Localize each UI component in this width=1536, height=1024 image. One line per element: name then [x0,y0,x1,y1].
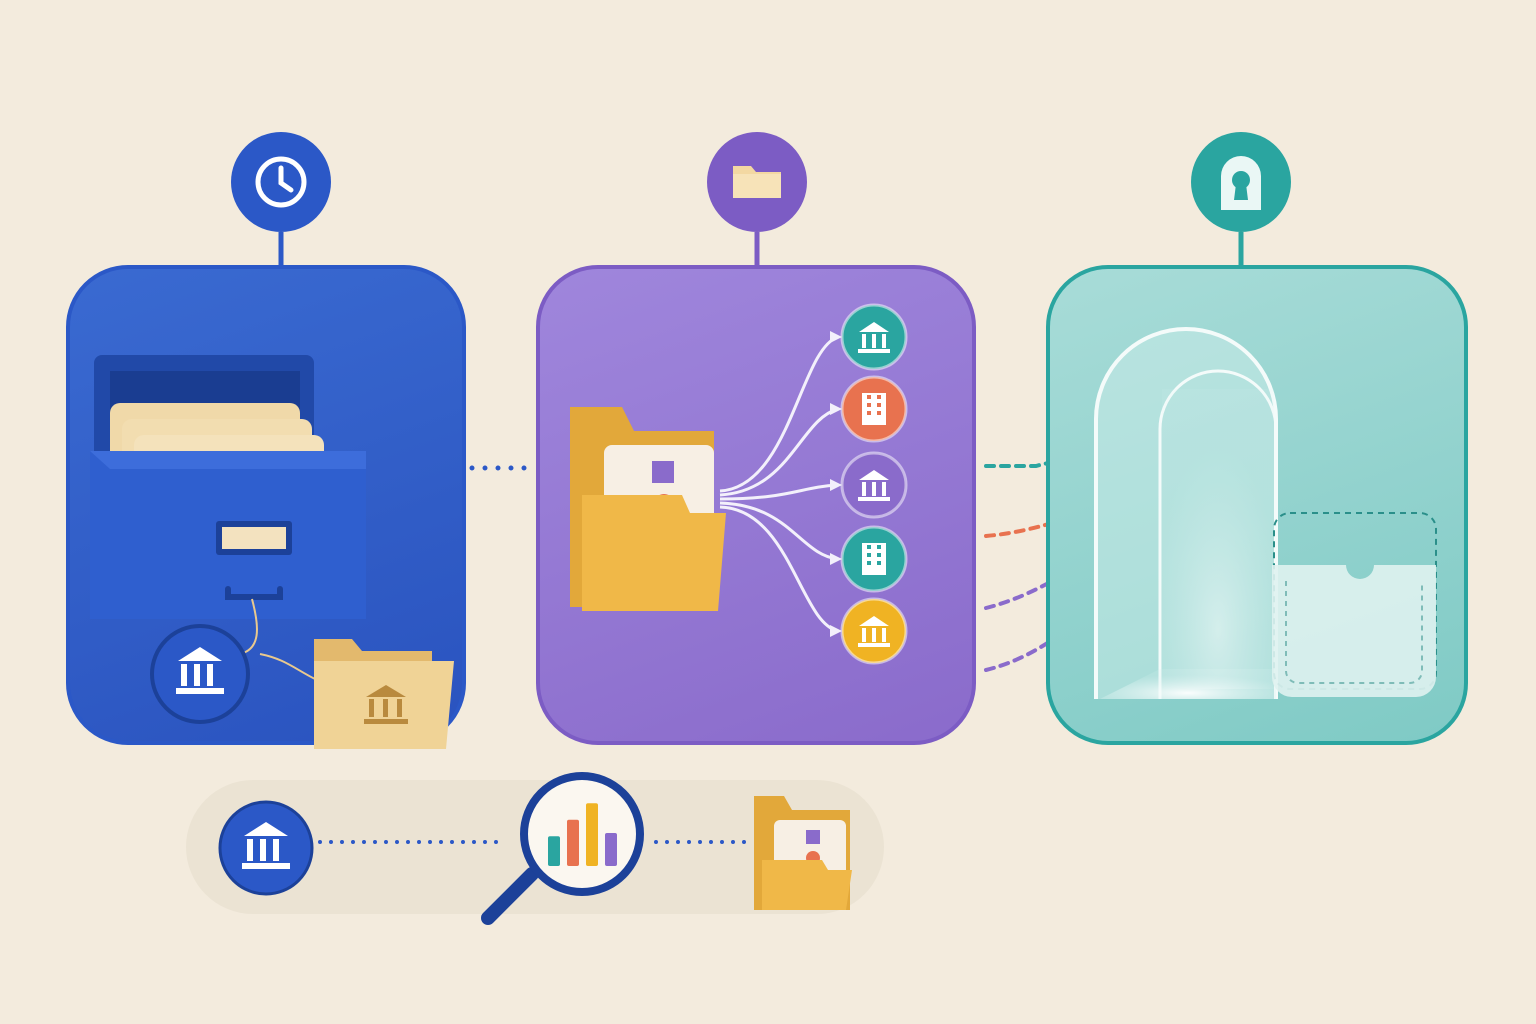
target-institutions [840,303,908,665]
bank-icon [150,624,250,724]
keyhole-icon [1221,156,1261,210]
filing-cabinet-illustration [90,355,454,749]
step-3-pin [1191,132,1291,268]
magnifier-chart-icon [481,772,644,925]
connector-1-2 [469,465,539,471]
bar-chart-bar [567,819,579,866]
bank-icon [840,451,908,519]
doorway-illustration [1094,327,1437,699]
bar-chart-icon [548,803,617,866]
bank-icon [218,800,314,896]
bar-chart-bar [605,833,617,866]
analysis-illustration [218,772,852,925]
building-icon [840,525,908,593]
building-icon [840,375,908,443]
bank-icon [840,597,908,665]
step-1-pin [231,132,331,268]
bar-chart-bar [586,803,598,866]
archive-panel [66,265,466,749]
clock-icon [255,156,307,208]
distribution-arrows [719,335,839,633]
folder-icon [733,166,781,198]
distribution-illustration [570,303,908,665]
source-folder-icon [570,407,726,611]
access-panel [1046,265,1468,745]
pocket-icon [1272,512,1437,697]
distribution-panel [536,265,976,745]
result-folder-icon [754,796,852,910]
step-2-pin [707,132,807,268]
bar-chart-bar [548,836,560,866]
bank-icon [840,303,908,371]
archive-folder-icon [314,639,454,749]
